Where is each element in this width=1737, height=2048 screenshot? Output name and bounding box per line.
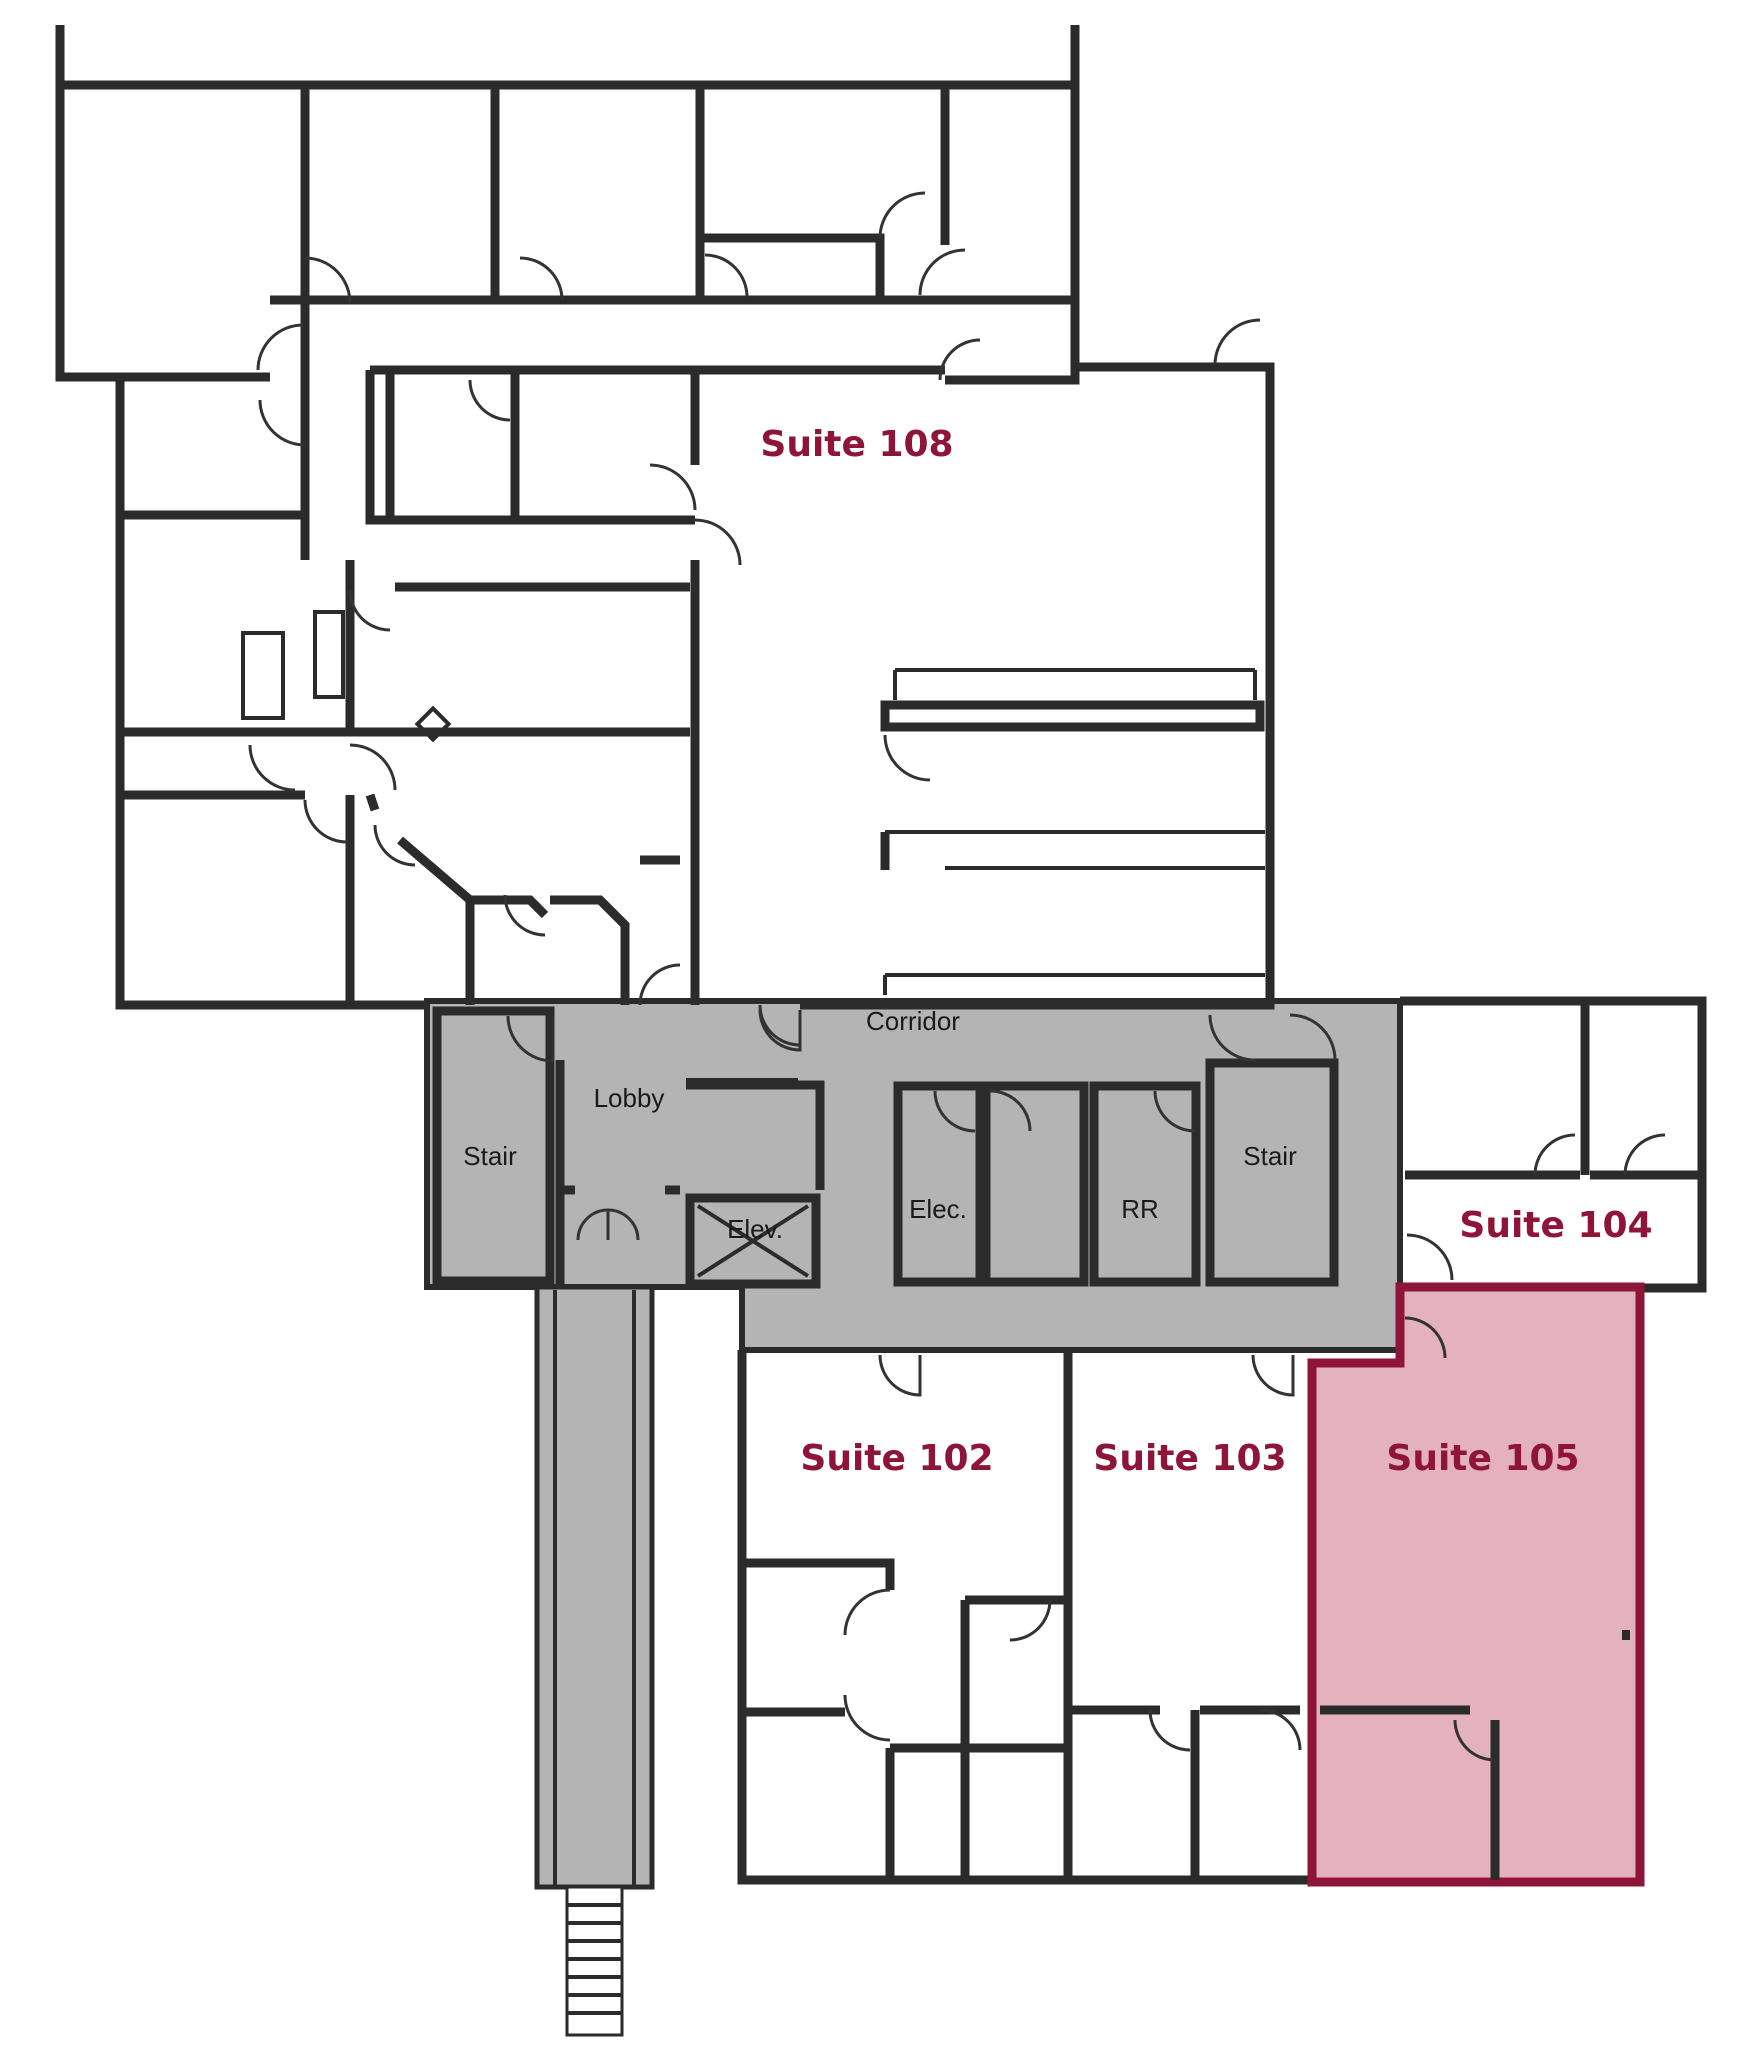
lobby-label: Lobby (594, 1083, 665, 1113)
suite-102-label: Suite 102 (800, 1438, 993, 1479)
suite-108-label: Suite 108 (760, 424, 953, 465)
rr-label: RR (1121, 1194, 1159, 1224)
suite-108-area (55, 25, 1275, 1047)
stair-left-room (432, 1006, 555, 1286)
stair-left-label: Stair (463, 1141, 517, 1171)
suite-104-area (1400, 996, 1707, 1293)
suite-102-103-area (737, 1350, 1320, 1885)
elec-label: Elec. (909, 1194, 967, 1224)
elevator (685, 1193, 821, 1289)
exterior-steps (565, 1885, 624, 2037)
elev-label: Elev. (727, 1214, 783, 1244)
suite-105-highlight (1307, 1282, 1645, 1887)
suite-104-label: Suite 104 (1459, 1205, 1652, 1246)
suite-105-area[interactable] (1307, 1282, 1645, 1887)
suite-105-label: Suite 105 (1386, 1438, 1579, 1479)
corridor-label: Corridor (866, 1006, 960, 1036)
common-area (424, 998, 1454, 2037)
suite-103-label: Suite 103 (1093, 1438, 1286, 1479)
stair-right-label: Stair (1243, 1141, 1297, 1171)
